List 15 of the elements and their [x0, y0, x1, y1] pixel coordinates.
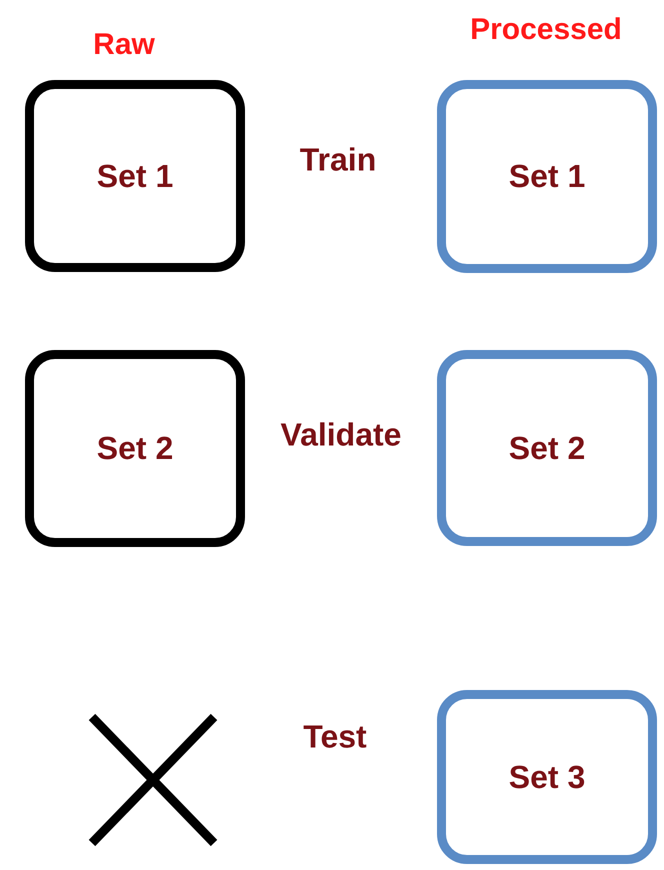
- set-box: [25, 350, 245, 547]
- set-label: Set 2: [508, 430, 586, 466]
- split-label: Train: [300, 142, 376, 178]
- set-box: [25, 80, 245, 272]
- split-label: Test: [303, 718, 367, 756]
- set-box: [437, 350, 657, 546]
- column-heading: Raw: [93, 28, 155, 62]
- set-box: [437, 80, 657, 273]
- set-label: Set 3: [508, 758, 586, 796]
- set-label: Set 2: [96, 430, 174, 467]
- set-label: Set 1: [96, 158, 174, 194]
- split-label: Validate: [280, 416, 402, 454]
- column-heading: Processed: [470, 13, 622, 47]
- set-label: Set 1: [508, 158, 586, 195]
- set-box: [437, 690, 657, 864]
